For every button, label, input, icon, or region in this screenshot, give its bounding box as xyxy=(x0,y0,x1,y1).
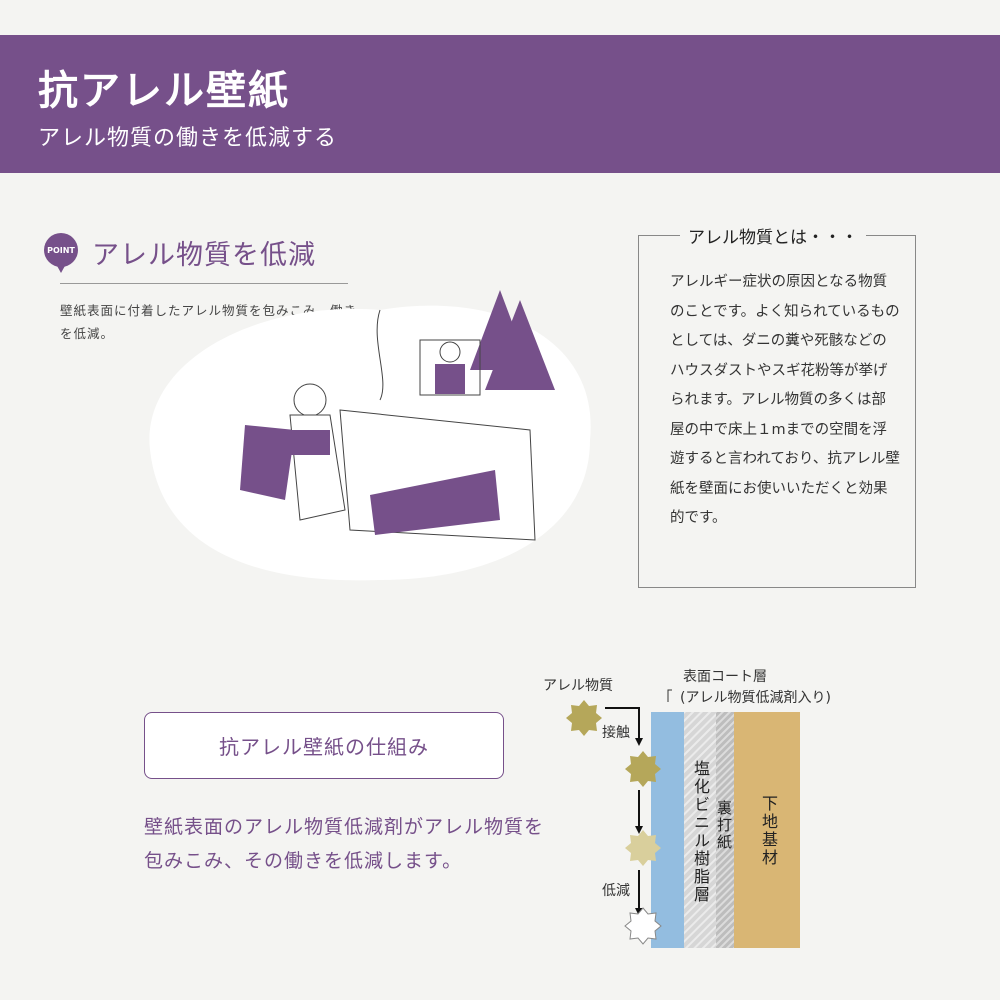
backing-layer xyxy=(716,712,734,948)
tree-icon xyxy=(485,300,555,390)
base-layer xyxy=(734,712,800,948)
coat-sublabel: (アレル物質低減剤入り) xyxy=(680,690,831,706)
page-subtitle: アレル物質の働きを低減する xyxy=(38,126,338,151)
coat-label: 表面コート層 xyxy=(683,669,767,685)
allergen-icon xyxy=(625,830,661,866)
point-badge: POINT xyxy=(44,233,78,273)
reduce-label: 低減 xyxy=(602,883,630,899)
arrow-icon xyxy=(605,707,640,740)
page-title: 抗アレル壁紙 xyxy=(38,68,290,114)
mechanism-button[interactable]: 抗アレル壁紙の仕組み xyxy=(144,712,504,779)
allergen-icon xyxy=(625,751,661,787)
backing-layer-label: 裏打紙 xyxy=(715,800,733,851)
point-description: 壁紙表面に付着したアレル物質を包みこみ、働きを低減。 xyxy=(60,303,358,341)
point-title: アレル物質を低減 xyxy=(92,240,316,271)
allergen-label: アレル物質 xyxy=(543,678,613,694)
base-layer-label: 下地基材 xyxy=(759,795,778,867)
living-room-illustration xyxy=(149,290,591,581)
vinyl-layer-label: 塩化ビニル樹脂層 xyxy=(691,760,710,904)
allergen-icon xyxy=(566,700,602,736)
info-box-text: アレルギー症状の原因となる物質のことです。よく知られているものとしては、ダニの糞… xyxy=(670,274,900,526)
contact-label: 接触 xyxy=(602,725,630,741)
vinyl-layer xyxy=(684,712,716,948)
divider xyxy=(60,283,348,284)
info-box-title: アレル物質とは・・・ xyxy=(680,223,866,248)
allergen-icon xyxy=(624,907,662,945)
coat-layer xyxy=(651,712,684,948)
mechanism-description: 壁紙表面のアレル物質低減剤がアレル物質を包みこみ、その働きを低減します。 xyxy=(144,816,545,872)
header-banner xyxy=(0,35,1000,173)
layer-diagram xyxy=(566,689,800,948)
